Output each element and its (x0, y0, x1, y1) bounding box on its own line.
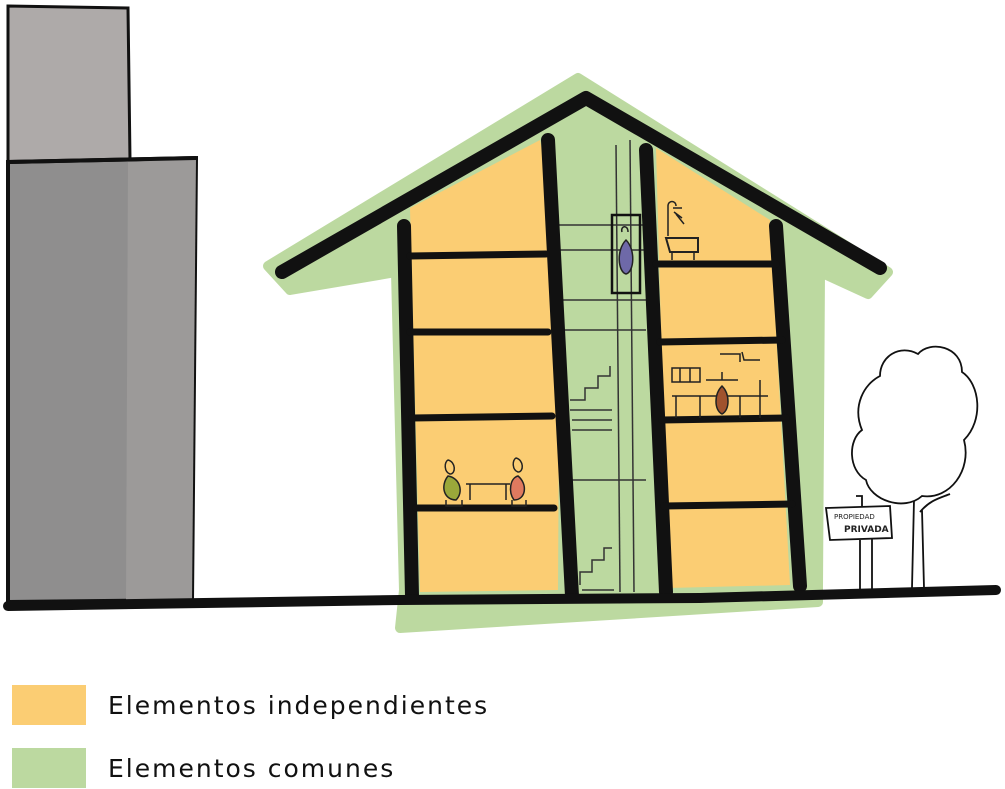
legend-item-independent: Elementos independientes (12, 685, 489, 725)
property-sign (824, 495, 893, 590)
legend-swatch-common (12, 748, 86, 788)
ground-line (3, 585, 1001, 611)
legend-item-common: Elementos comunes (12, 748, 395, 788)
house-frame (275, 91, 887, 603)
left-apartments (410, 140, 560, 592)
legend-label-independent: Elementos independientes (108, 690, 490, 720)
legend-swatch-independent (12, 685, 86, 725)
legend-label-common: Elementos comunes (108, 753, 396, 783)
room-details (443, 200, 768, 507)
tree (851, 345, 979, 589)
sign-line-1: PROPIEDAD (834, 513, 875, 521)
neighbor-building (6, 4, 199, 605)
sign-line-2: PRIVADA (844, 525, 889, 535)
stair-core (556, 139, 646, 593)
right-apartments (656, 148, 790, 588)
